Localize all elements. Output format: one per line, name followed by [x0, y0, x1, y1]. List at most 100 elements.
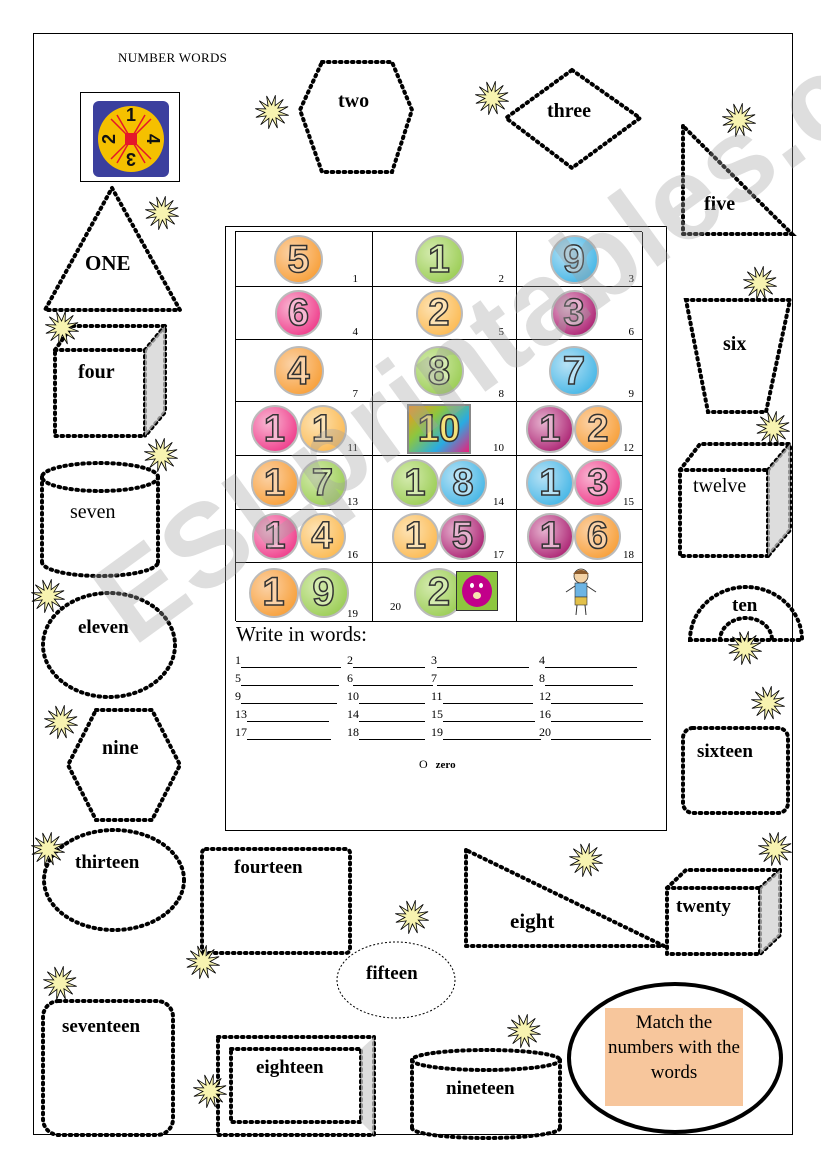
answer-line[interactable]	[551, 692, 643, 704]
number-badge: 5	[439, 513, 486, 560]
answer-line[interactable]	[443, 728, 541, 740]
page-title: NUMBER WORDS	[118, 50, 228, 65]
triangle-five	[681, 121, 797, 236]
exercise-item: 8	[539, 671, 633, 686]
logo: 1 2 3 4	[80, 92, 180, 182]
star-icon	[193, 1074, 227, 1108]
answer-line[interactable]	[353, 674, 433, 686]
logo-digit-left: 2	[99, 134, 119, 144]
rect-fourteen	[200, 847, 352, 955]
word-sixteen: sixteen	[697, 741, 753, 762]
answer-line[interactable]	[545, 656, 637, 668]
cell-number-label: 2	[498, 273, 505, 285]
answer-line[interactable]	[241, 656, 341, 668]
exercise-item: 15	[431, 707, 535, 722]
number-badge: 1	[527, 513, 574, 560]
word-eighteen: eighteen	[256, 1057, 324, 1078]
exercise-number: 10	[347, 689, 359, 703]
exercise-item: 10	[347, 689, 425, 704]
answer-line[interactable]	[247, 728, 331, 740]
word-nineteen: nineteen	[446, 1078, 515, 1099]
word-seventeen: seventeen	[62, 1016, 141, 1037]
exercise-number: 9	[235, 689, 241, 703]
number-badge: 1	[414, 235, 464, 284]
star-icon	[758, 832, 792, 866]
answer-line[interactable]	[437, 656, 529, 668]
zero-number: O	[419, 757, 428, 771]
match-ellipse	[567, 982, 783, 1134]
rect-seventeen	[41, 999, 175, 1137]
exercise-number: 17	[235, 725, 247, 739]
star-icon	[144, 438, 178, 472]
answer-line[interactable]	[353, 656, 425, 668]
star-icon	[751, 686, 785, 720]
exercise-item: 6	[347, 671, 433, 686]
exercise-number: 8	[539, 671, 545, 685]
answer-line[interactable]	[241, 674, 339, 686]
cell-number-label: 4	[352, 326, 359, 338]
number-badge: 1	[248, 567, 299, 618]
smiley-face-icon	[456, 571, 498, 611]
cell-number-label: 20	[390, 601, 401, 613]
number-badge: 8	[439, 459, 487, 507]
exercise-number: 11	[431, 689, 443, 703]
cell-number-label: 10	[493, 442, 504, 454]
word-four: four	[78, 361, 115, 383]
number-badge: 1	[298, 405, 347, 453]
answer-line[interactable]	[359, 692, 425, 704]
star-icon	[569, 843, 603, 877]
star-icon	[44, 705, 78, 739]
answer-line[interactable]	[443, 710, 535, 722]
hexagon-nine	[65, 708, 183, 822]
word-ten: ten	[732, 595, 758, 616]
exercise-item: 7	[431, 671, 533, 686]
answer-line[interactable]	[359, 728, 425, 740]
exercise-number: 15	[431, 707, 443, 721]
star-icon	[475, 81, 509, 115]
exercise-item: 14	[347, 707, 425, 722]
number-badge: 4	[298, 513, 346, 560]
number-badge: 1	[250, 405, 299, 453]
number-badge: 6	[275, 290, 322, 337]
star-icon	[31, 832, 65, 866]
answer-line[interactable]	[359, 710, 425, 722]
cell-number-label: 13	[347, 496, 358, 508]
number-logo-icon: 1 2 3 4	[93, 101, 169, 177]
logo-digit-right: 4	[143, 134, 163, 144]
answer-line[interactable]	[551, 710, 643, 722]
answer-line[interactable]	[437, 674, 533, 686]
exercise-item: 12	[539, 689, 643, 704]
answer-line[interactable]	[442, 692, 533, 704]
star-icon	[507, 1014, 541, 1048]
star-icon	[43, 966, 77, 1000]
number-badge: 10	[407, 404, 471, 454]
number-badge: 1	[392, 513, 439, 560]
answer-line[interactable]	[545, 674, 633, 686]
exercise-item: 19	[431, 725, 541, 740]
match-instruction: Match the numbers with the words	[605, 1008, 743, 1106]
exercise-item: 1	[235, 653, 341, 668]
star-icon	[722, 103, 756, 137]
answer-line[interactable]	[247, 710, 329, 722]
cell-number-label: 1	[352, 273, 359, 285]
cell-number-label: 3	[628, 273, 635, 285]
word-seven: seven	[70, 501, 116, 523]
exercise-number: 13	[235, 707, 247, 721]
answer-line[interactable]	[551, 728, 651, 740]
answer-line[interactable]	[241, 692, 337, 704]
cell-number-label: 18	[623, 549, 634, 561]
cell-number-label: 14	[493, 496, 504, 508]
cell-number-label: 19	[347, 608, 358, 620]
